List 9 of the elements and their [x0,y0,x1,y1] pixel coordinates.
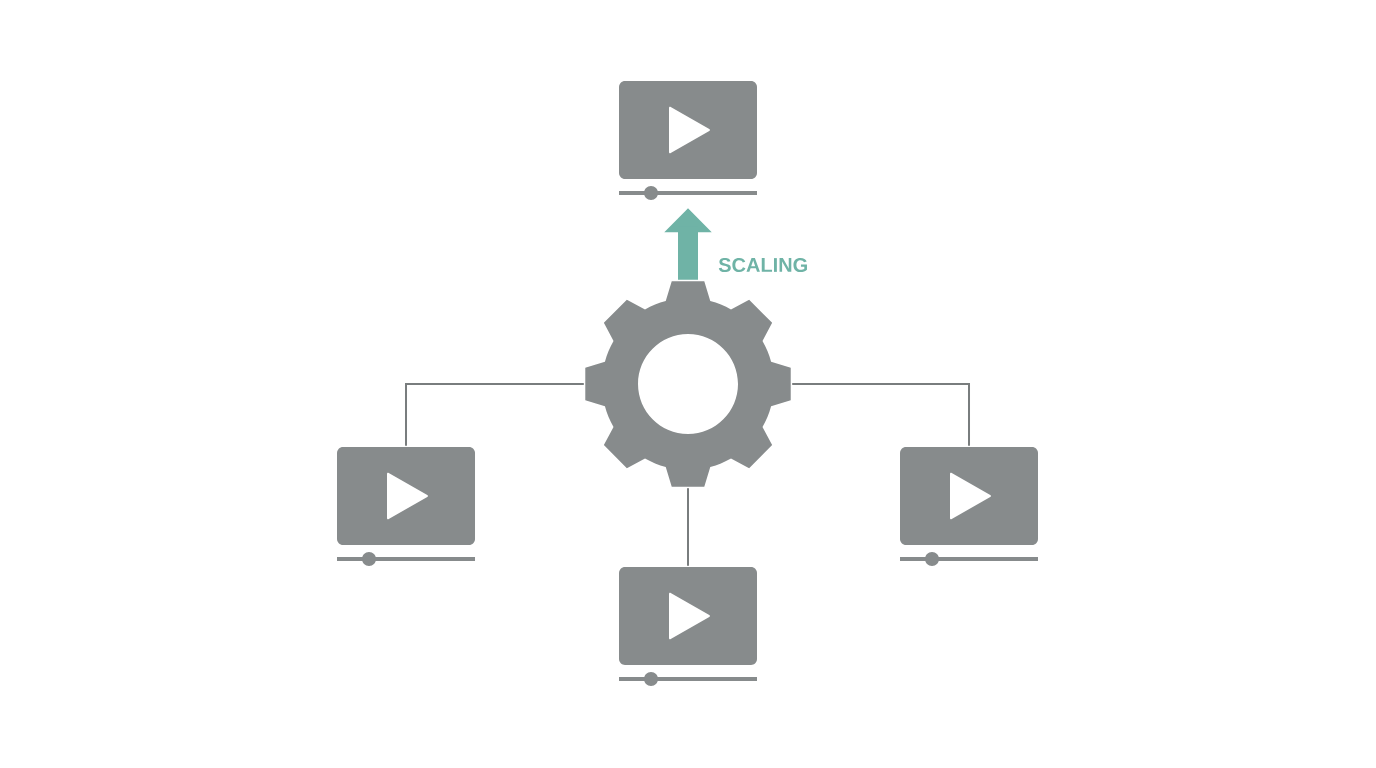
video-player-drawing [337,447,475,566]
connector-line [405,383,585,447]
video-player-drawing [619,567,757,686]
video-player-drawing [900,447,1038,566]
connector-line [791,383,970,447]
video-player-drawing [619,81,757,200]
gear-drawing [585,281,791,487]
connector-line [687,487,689,567]
edge-label: SCALING [716,255,811,275]
